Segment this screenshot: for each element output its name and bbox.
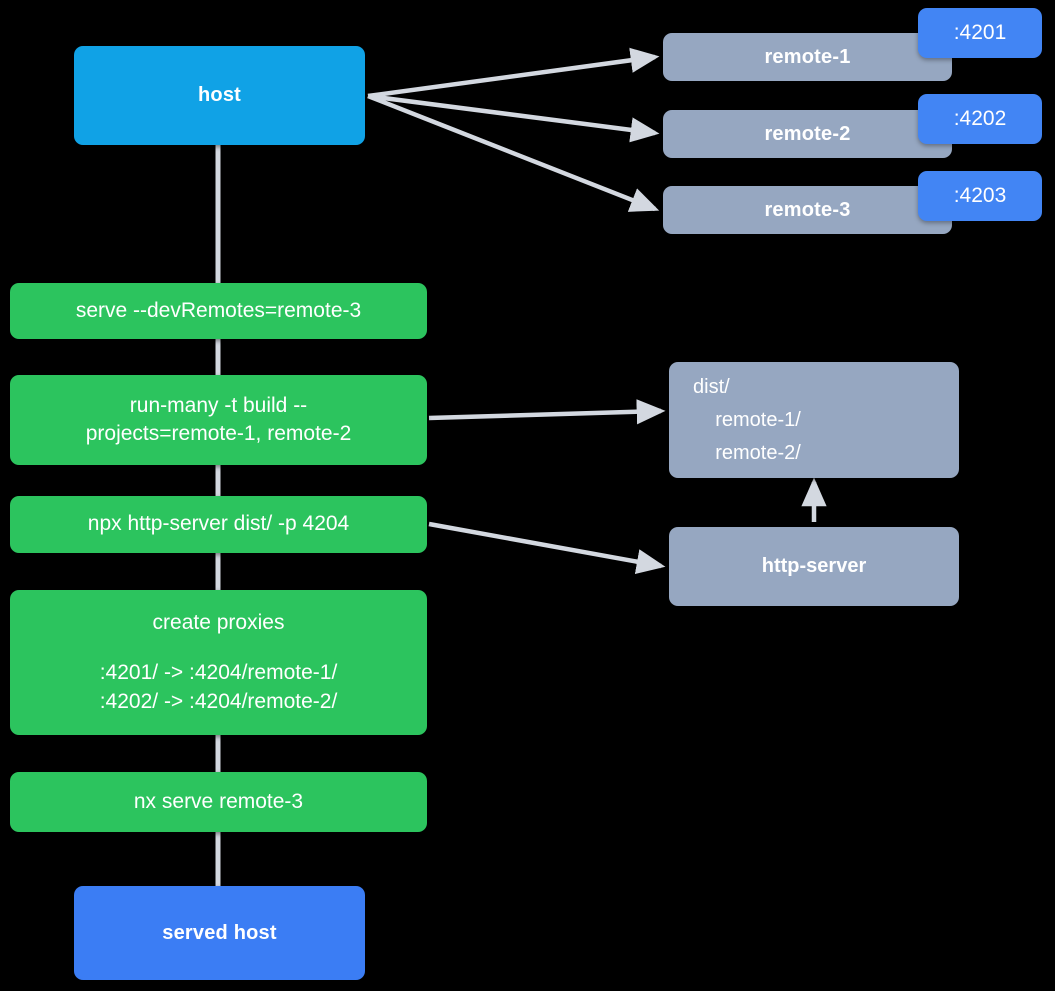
port-badge-remote-1[interactable]: :4201 xyxy=(918,8,1042,58)
command-nx-serve-remote-3-label: nx serve remote-3 xyxy=(133,789,304,813)
port-badge-remote-3-label: :4203 xyxy=(953,184,1007,207)
command-run-many-build-line-1: run-many -t build -- xyxy=(129,393,308,417)
command-npx-http-server[interactable]: npx http-server dist/ -p 4204 xyxy=(10,496,427,553)
node-remote-1[interactable]: remote-1 xyxy=(663,33,952,81)
node-dist-folder[interactable]: dist/ remote-1/ remote-2/ xyxy=(669,362,959,478)
command-serve-devremotes[interactable]: serve --devRemotes=remote-3 xyxy=(10,283,427,339)
node-dist-folder-line-1: dist/ xyxy=(693,375,730,398)
command-serve-devremotes-label: serve --devRemotes=remote-3 xyxy=(75,298,362,322)
edge-runmany-to-dist xyxy=(428,399,666,425)
port-badge-remote-2-label: :4202 xyxy=(953,107,1007,130)
port-badge-remote-3[interactable]: :4203 xyxy=(918,171,1042,221)
command-run-many-build-line-2: projects=remote-1, remote-2 xyxy=(85,422,352,445)
node-remote-2[interactable]: remote-2 xyxy=(663,110,952,158)
edge-host-to-remote-3 xyxy=(367,93,660,212)
node-host[interactable]: host xyxy=(74,46,365,145)
node-host-label: host xyxy=(197,84,242,106)
port-badge-remote-2[interactable]: :4202 xyxy=(918,94,1042,144)
node-http-server-label: http-server xyxy=(761,555,867,577)
node-served-host[interactable]: served host xyxy=(74,886,365,980)
node-dist-folder-line-3: remote-2/ xyxy=(693,441,801,464)
command-create-proxies[interactable]: create proxies :4201/ -> :4204/remote-1/… xyxy=(10,590,427,735)
command-create-proxies-mapping-1: :4201/ -> :4204/remote-1/ xyxy=(99,661,338,685)
command-run-many-build[interactable]: run-many -t build -- projects=remote-1, … xyxy=(10,375,427,465)
edge-host-to-remote-2 xyxy=(367,93,660,143)
node-remote-2-label: remote-2 xyxy=(764,122,851,145)
node-dist-folder-line-2: remote-1/ xyxy=(693,408,801,431)
command-npx-http-server-label: npx http-server dist/ -p 4204 xyxy=(87,512,350,536)
node-http-server[interactable]: http-server xyxy=(669,527,959,606)
command-create-proxies-mapping-2: :4202/ -> :4204/remote-2/ xyxy=(99,689,338,713)
edge-npx-to-httpserver xyxy=(428,521,666,575)
node-remote-1-label: remote-1 xyxy=(764,45,851,68)
command-nx-serve-remote-3[interactable]: nx serve remote-3 xyxy=(10,772,427,832)
port-badge-remote-1-label: :4201 xyxy=(953,21,1007,44)
node-served-host-label: served host xyxy=(162,921,277,944)
command-create-proxies-title: create proxies xyxy=(152,610,285,634)
edge-host-to-remote-1 xyxy=(367,47,660,99)
node-remote-3[interactable]: remote-3 xyxy=(663,186,952,234)
node-remote-3-label: remote-3 xyxy=(764,198,851,221)
